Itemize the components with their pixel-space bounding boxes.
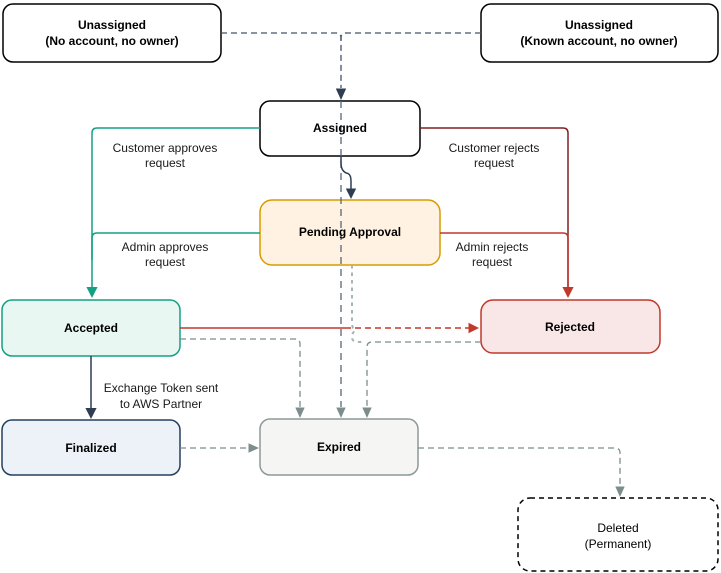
node-unassigned-no-account-label-line1: Unassigned xyxy=(78,18,146,32)
arrowhead-into-rejected-top xyxy=(562,287,574,298)
node-unassigned-no-account-label-line2: (No account, no owner) xyxy=(45,34,178,48)
node-pending-approval-label: Pending Approval xyxy=(299,225,401,239)
edge-admin-approves xyxy=(91,232,260,260)
node-unassigned-known-account-label-line1: Unassigned xyxy=(565,18,633,32)
node-deleted-box xyxy=(517,497,719,572)
node-unassigned-known-account-label-line2: (Known account, no owner) xyxy=(520,34,677,48)
arrowhead-rejected-into-expired xyxy=(362,407,372,418)
edge-label-customer-approves-line1: Customer approves xyxy=(113,141,218,155)
node-expired-label: Expired xyxy=(317,440,361,454)
node-assigned-label: Assigned xyxy=(313,121,367,135)
arrowhead-into-expired-left xyxy=(248,443,259,453)
node-finalized-label: Finalized xyxy=(65,441,116,455)
edge-pending-to-expired xyxy=(350,265,363,343)
node-unassigned-no-account-box xyxy=(2,3,222,63)
arrowhead-into-rejected-left xyxy=(468,322,479,334)
node-rejected-box xyxy=(480,299,661,354)
edge-rejected-to-expired xyxy=(366,341,481,407)
edge-admin-rejects xyxy=(440,232,569,288)
arrowhead-accepted-into-expired xyxy=(295,407,305,418)
node-unassigned-known-account-box xyxy=(480,3,719,63)
arrowhead-into-pending xyxy=(345,188,357,199)
edge-label-customer-rejects-line2: request xyxy=(474,156,515,170)
node-expired-box xyxy=(259,418,419,476)
edge-label-exchange-token-line2: to AWS Partner xyxy=(120,397,202,411)
edge-label-exchange-token-line1: Exchange Token sent xyxy=(104,381,219,395)
edge-unassigned-no-account-to-assigned xyxy=(221,32,342,88)
arrowhead-into-accepted xyxy=(86,287,98,298)
edge-label-admin-rejects-line1: Admin rejects xyxy=(456,240,529,254)
node-boxes xyxy=(1,3,719,572)
edge-customer-rejects xyxy=(420,127,569,288)
edge-label-admin-approves-line2: request xyxy=(145,255,186,269)
arrowhead-assigned-into-expired xyxy=(336,407,346,418)
edges xyxy=(85,32,625,497)
edge-unassigned-known-account-to-assigned xyxy=(340,32,481,44)
edge-label-admin-rejects-line2: request xyxy=(472,255,513,269)
edge-label-admin-approves-line1: Admin approves xyxy=(122,240,209,254)
edge-label-customer-rejects-line1: Customer rejects xyxy=(449,141,540,155)
edge-accepted-to-expired xyxy=(180,338,301,407)
edge-label-customer-approves-line2: request xyxy=(145,156,186,170)
arrowhead-into-finalized xyxy=(85,408,97,419)
node-accepted-label: Accepted xyxy=(64,321,118,335)
node-deleted-label-line1: Deleted xyxy=(597,521,638,535)
node-rejected-label: Rejected xyxy=(545,320,595,334)
arrowhead-into-assigned xyxy=(335,88,347,100)
edge-assigned-to-pending xyxy=(340,156,352,191)
node-labels: Unassigned (No account, no owner) Unassi… xyxy=(45,18,677,551)
node-deleted-label-line2: (Permanent) xyxy=(585,537,652,551)
edge-expired-to-deleted xyxy=(418,447,621,488)
edge-labels: Customer approves request Admin approves… xyxy=(104,141,540,411)
arrowhead-into-deleted xyxy=(615,486,625,497)
edge-customer-approves xyxy=(91,127,260,290)
